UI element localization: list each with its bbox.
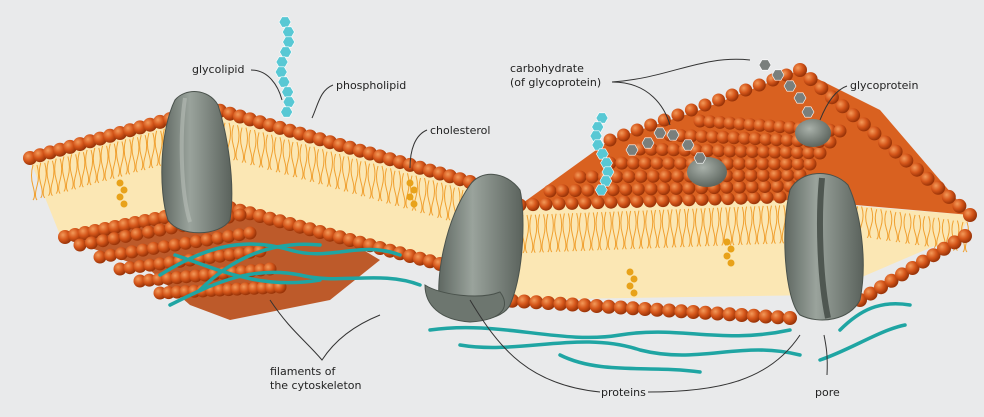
label-phospholipid: phospholipid [336, 79, 406, 92]
label-cholesterol: cholesterol [430, 124, 490, 137]
label-glycoprotein: glycoprotein [850, 79, 918, 92]
label-carbohydrate: carbohydrate [510, 62, 584, 75]
label-filaments: filaments of [270, 365, 336, 378]
label-glycolipid: glycolipid [192, 63, 244, 76]
label-of-glycoprotein: (of glycoprotein) [510, 76, 601, 89]
protein-pore [785, 174, 863, 320]
label-pore: pore [815, 386, 840, 399]
label-cytoskeleton: the cytoskeleton [270, 379, 361, 392]
label-proteins: proteins [601, 386, 646, 399]
